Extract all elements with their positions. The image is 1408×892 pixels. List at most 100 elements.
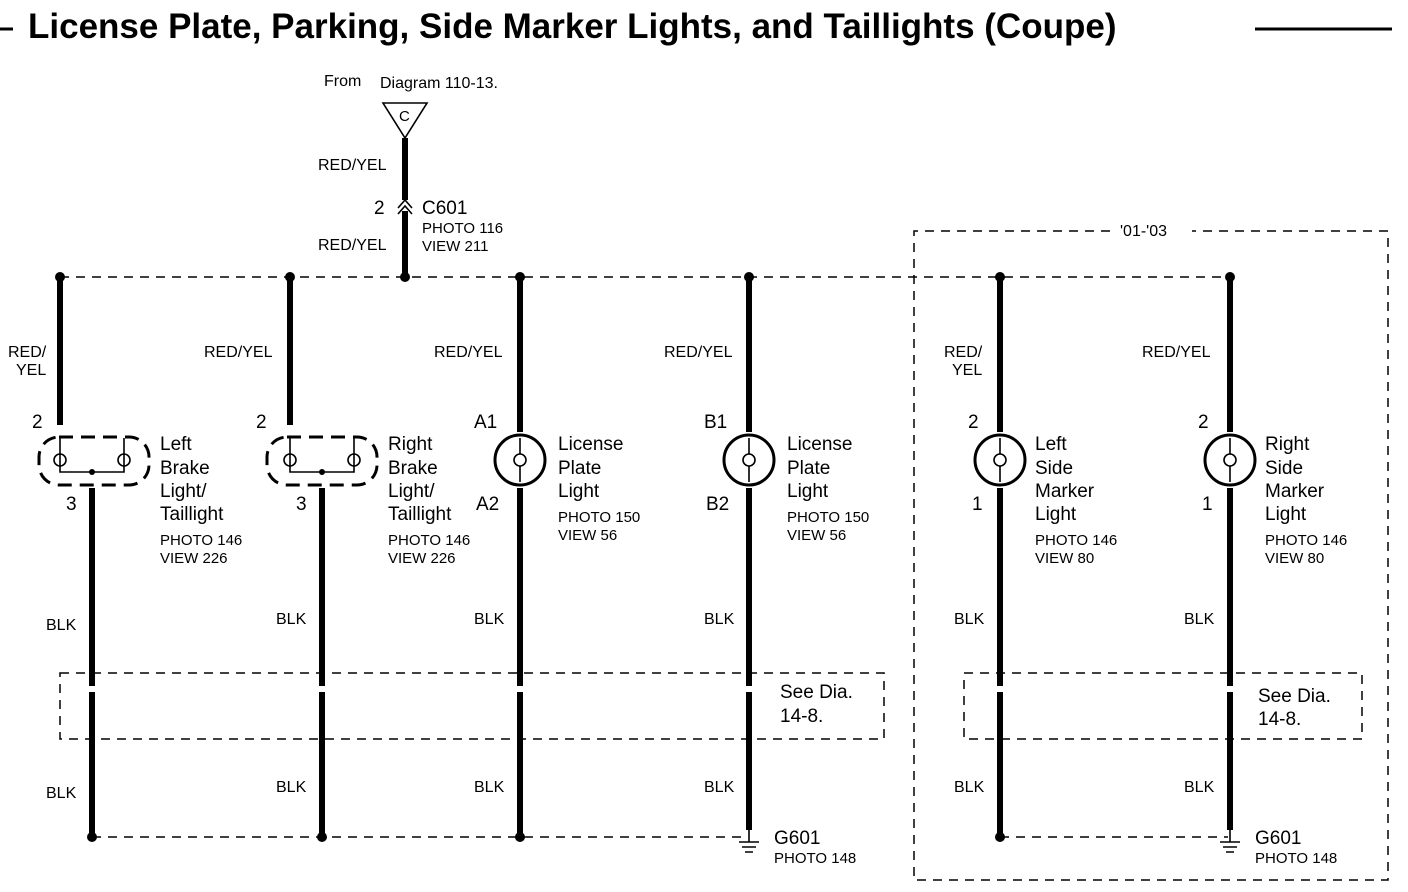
ground-photo: PHOTO 148 xyxy=(774,850,856,867)
feed-wire-color: RED/YEL xyxy=(1142,344,1211,361)
filament-coil-icon xyxy=(1223,453,1237,467)
option-box-outline xyxy=(913,230,1389,881)
view-ref: VIEW 80 xyxy=(1035,550,1094,567)
filament-coil-icon xyxy=(993,453,1007,467)
name-line4: Light xyxy=(1265,504,1307,525)
name-line3: Marker xyxy=(1035,481,1095,502)
component-left-side-marker-light: RED/ YEL 2 1 Left Side Marker Light PHOT… xyxy=(944,272,1117,842)
ground-name: G601 xyxy=(774,828,820,849)
name-line2: Brake xyxy=(388,458,438,479)
ground-wire-color-upper: BLK xyxy=(704,611,735,628)
bulb-icon xyxy=(493,433,547,487)
ground-bus-splice xyxy=(87,832,97,842)
pin-top: 2 xyxy=(256,412,267,433)
ground-name: G601 xyxy=(1255,828,1301,849)
name-line2: Side xyxy=(1265,458,1303,479)
c601-wire-color-top: RED/YEL xyxy=(318,157,387,174)
name-line2: Plate xyxy=(558,458,601,479)
ground-wire-color-upper: BLK xyxy=(954,611,985,628)
ground-wire-color-lower: BLK xyxy=(276,779,307,796)
name-line4: Taillight xyxy=(388,504,452,525)
ground-wire-color-lower: BLK xyxy=(474,779,505,796)
ground-g601-left: G601 PHOTO 148 xyxy=(739,828,856,867)
dual-filament-bulb-icon xyxy=(283,438,361,475)
component-right-brake-taillight: RED/YEL 2 3 Right Brake Light/ Taillight… xyxy=(204,272,470,842)
pin-top: 2 xyxy=(32,412,43,433)
c601-view: VIEW 211 xyxy=(422,238,488,255)
name-line1: Left xyxy=(160,434,192,455)
name-line3: Light/ xyxy=(160,481,207,502)
ground-g601-right: G601 PHOTO 148 xyxy=(1220,828,1337,867)
name-line3: Light xyxy=(787,481,829,502)
from-diagram-ref: Diagram 110-13. xyxy=(380,75,498,92)
feed-wire-color-line2: YEL xyxy=(16,362,46,379)
see-diagram-box-left xyxy=(59,672,885,740)
ground-wire-color-upper: BLK xyxy=(46,617,77,634)
component-license-plate-light-a: RED/YEL A1 A2 License Plate Light PHOTO … xyxy=(434,272,640,842)
name-line3: Light/ xyxy=(388,481,435,502)
feed-wire-color-line1: RED/ xyxy=(8,344,47,361)
pin-top: 2 xyxy=(968,412,979,433)
ground-wire-color-lower: BLK xyxy=(46,785,77,802)
c601-name: C601 xyxy=(422,198,467,219)
ground-symbol-icon xyxy=(1220,830,1240,853)
c601-photo: PHOTO 116 xyxy=(422,220,503,237)
ground-wire-color-upper: BLK xyxy=(474,611,505,628)
ground-bus-splice xyxy=(995,832,1005,842)
pin-top: B1 xyxy=(704,412,727,433)
see-diagram-right-line2: 14-8. xyxy=(1258,709,1301,730)
ground-bus-splice xyxy=(317,832,327,842)
pin-bottom: 1 xyxy=(972,494,983,515)
ground-symbol-icon xyxy=(739,830,759,853)
lamp-housing xyxy=(37,435,151,487)
source-connector-triangle xyxy=(381,102,429,140)
pin-bottom: B2 xyxy=(706,494,729,515)
bulb-icon xyxy=(1203,433,1257,487)
source-connector-letter: C xyxy=(399,108,410,125)
feed-wire-color-line2: YEL xyxy=(952,362,982,379)
name-line1: License xyxy=(558,434,624,455)
name-line1: License xyxy=(787,434,853,455)
view-ref: VIEW 56 xyxy=(787,527,846,544)
option-box-label: '01-'03 xyxy=(1120,223,1167,240)
lamp-housing xyxy=(265,435,379,487)
name-line3: Light xyxy=(558,481,600,502)
filament-coil-icon xyxy=(742,453,756,467)
top-bus-splice-source xyxy=(400,272,410,282)
feed-wire-color: RED/YEL xyxy=(664,344,733,361)
name-line4: Light xyxy=(1035,504,1077,525)
dual-filament-bulb-icon xyxy=(53,438,131,475)
component-left-brake-taillight: RED/ YEL 2 3 Left Brake Light/ Taillight… xyxy=(8,272,242,842)
view-ref: VIEW 56 xyxy=(558,527,617,544)
feed-wire-color: RED/YEL xyxy=(204,344,273,361)
feed-wire-color-line1: RED/ xyxy=(944,344,983,361)
pin-top: A1 xyxy=(474,412,497,433)
feed-wire-color: RED/YEL xyxy=(434,344,503,361)
see-diagram-box-right xyxy=(963,672,1363,740)
filament-coil-icon xyxy=(513,453,527,467)
c601-pin: 2 xyxy=(374,198,385,219)
view-ref: VIEW 226 xyxy=(160,550,228,567)
component-right-side-marker-light: RED/YEL 2 1 Right Side Marker Light PHOT… xyxy=(1142,272,1347,830)
from-label: From xyxy=(324,73,361,90)
name-line2: Side xyxy=(1035,458,1073,479)
ground-wire-color-lower: BLK xyxy=(954,779,985,796)
name-line2: Brake xyxy=(160,458,210,479)
see-diagram-right-line1: See Dia. xyxy=(1258,686,1331,707)
c601-connector-symbol xyxy=(397,198,413,215)
pin-bottom: 3 xyxy=(296,494,307,515)
photo-ref: PHOTO 146 xyxy=(1035,532,1117,549)
bulb-icon xyxy=(722,433,776,487)
bulb-icon xyxy=(973,433,1027,487)
photo-ref: PHOTO 146 xyxy=(1265,532,1347,549)
see-diagram-left-line1: See Dia. xyxy=(780,682,853,703)
see-diagram-left-line2: 14-8. xyxy=(780,706,823,727)
diagram-title: License Plate, Parking, Side Marker Ligh… xyxy=(28,7,1116,46)
pin-bottom: 3 xyxy=(66,494,77,515)
ground-photo: PHOTO 148 xyxy=(1255,850,1337,867)
pin-bottom: A2 xyxy=(476,494,499,515)
ground-wire-color-lower: BLK xyxy=(1184,779,1215,796)
pin-top: 2 xyxy=(1198,412,1209,433)
view-ref: VIEW 226 xyxy=(388,550,456,567)
